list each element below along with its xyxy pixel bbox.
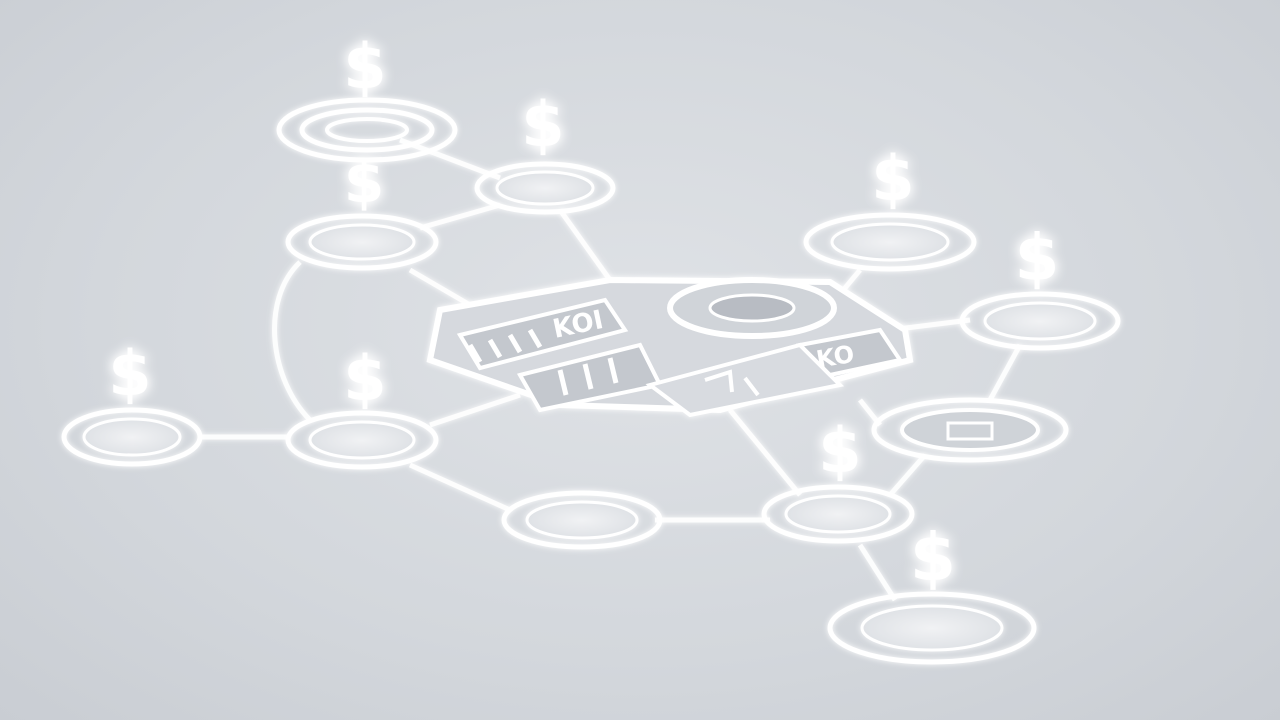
dollar-icon: $ xyxy=(871,142,914,215)
node-right-middle-chip xyxy=(871,397,1069,463)
dollar-icon: $ xyxy=(818,414,861,487)
node-bottom-right xyxy=(761,484,915,544)
node-left-middle xyxy=(285,410,439,470)
node-top-left-target xyxy=(276,97,458,163)
dollar-icon: $ xyxy=(343,342,386,415)
dollar-icon: $ xyxy=(1015,222,1060,296)
dollar-icon: $ xyxy=(344,148,384,216)
node-right-upper xyxy=(803,212,977,272)
network-nodes xyxy=(61,97,1121,665)
dollar-icon: $ xyxy=(910,519,956,596)
device-label-right: KO xyxy=(814,340,856,374)
node-far-left xyxy=(61,407,203,467)
dollar-symbols: $ $ $ $ $ $ $ $ $ xyxy=(108,30,1059,596)
dollar-icon: $ xyxy=(521,88,564,161)
central-device: KOI KO xyxy=(426,276,914,418)
node-bottom-far-right xyxy=(827,591,1037,665)
dollar-icon: $ xyxy=(343,30,386,103)
node-bottom-middle xyxy=(501,490,663,550)
node-far-right xyxy=(959,291,1121,351)
node-top-middle xyxy=(474,161,616,215)
node-left-upper xyxy=(285,213,439,271)
dollar-icon: $ xyxy=(108,337,151,410)
